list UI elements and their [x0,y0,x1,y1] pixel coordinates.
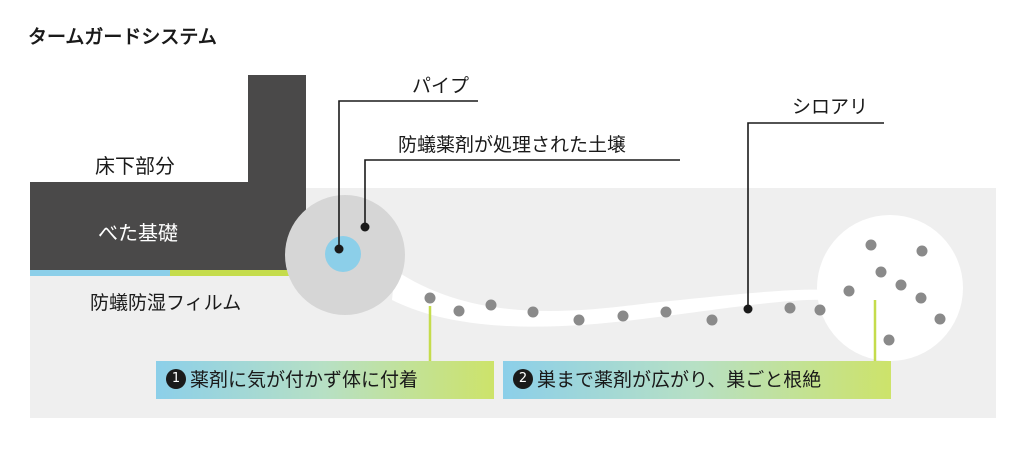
pipe-outer [325,236,361,272]
termite-dot [485,299,497,311]
step-1-number: 1 [166,368,186,389]
label-termite: シロアリ [792,96,869,118]
step-1-text: 薬剤に気が付かず体に付着 [190,369,419,391]
termite-dot [784,302,796,314]
termite-leader-line [747,122,884,309]
termite-dot [527,306,539,318]
pipe-leader-line [338,100,478,249]
termite-dot [424,292,436,304]
termite-dot [875,266,887,278]
termite-tunnel [392,270,830,327]
termite-dot [453,305,465,317]
termite-dot [573,314,585,326]
termite-dot [660,306,672,318]
termite-dot [916,245,928,257]
film-strip-blue [30,270,170,276]
label-floor: 床下部分 [95,154,175,178]
label-pipe: パイプ [412,75,470,97]
step-2-number: 2 [513,368,533,389]
termite-dot [706,314,718,326]
foundation-block [30,75,306,270]
label-foundation: べた基礎 [98,221,178,245]
termite-dot [617,310,629,322]
termite-dot [843,285,855,297]
label-film: 防蟻防湿フィルム [90,292,242,314]
film-strip-green [170,270,306,276]
termite-dots [424,239,946,346]
diagram-title: タームガードシステム [28,26,217,48]
termite-dot [883,334,895,346]
termite-dot [865,239,877,251]
termite-dot [895,279,907,291]
termite-point [743,304,753,314]
termite-dot [814,304,826,316]
soil-leader-line [364,159,680,227]
label-soil: 防蟻薬剤が処理された土壌 [398,134,627,156]
termite-dot [915,292,927,304]
termite-dot [934,313,946,325]
step-2-text: 巣まで薬剤が広がり、巣ごと根絶 [537,369,822,391]
